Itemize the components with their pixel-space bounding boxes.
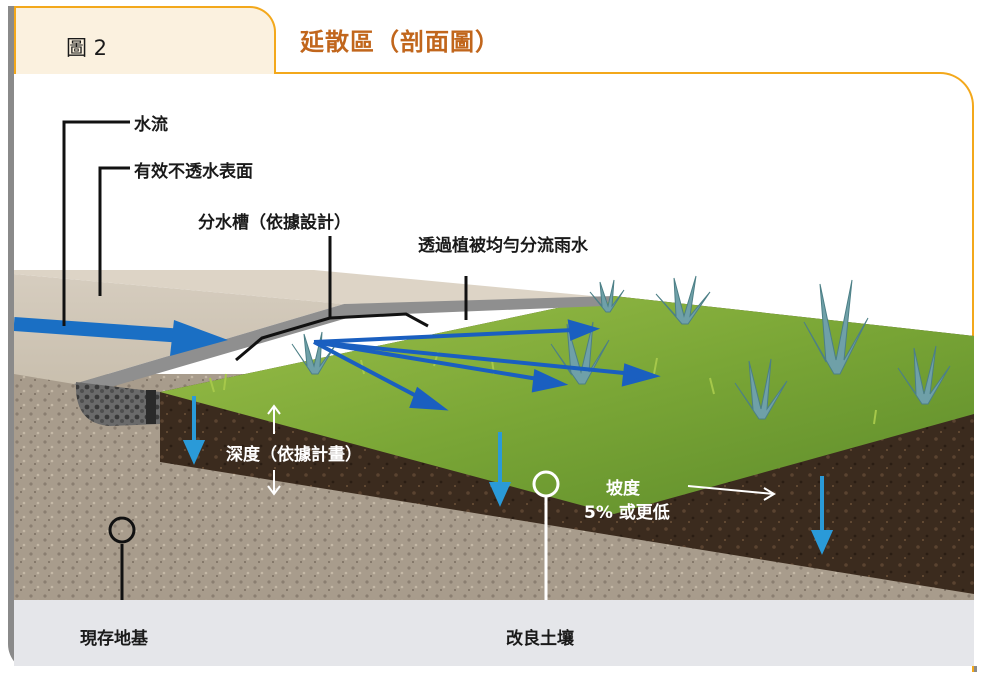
distribute-rain-label: 透過植被均勻分流雨水	[418, 236, 588, 256]
surface-flow-arrowhead	[170, 320, 228, 356]
water-flow-leader	[62, 120, 130, 326]
diversion-channel-label: 分水槽（依據設計）	[198, 213, 351, 233]
existing-subgrade-label: 現存地基	[80, 629, 148, 649]
depth-label: 深度（依據計畫）	[226, 445, 362, 465]
infiltration-arrows	[182, 396, 834, 555]
slope-label: 坡度	[606, 479, 640, 499]
plant-cluster	[291, 275, 951, 420]
cross-section-illustration	[14, 120, 974, 600]
impervious-surface-leader	[98, 166, 130, 296]
diversion-channel-leader	[235, 236, 332, 362]
slope-value-label: 5% 或更低	[584, 503, 670, 523]
diagram-title: 延散區（剖面圖）	[300, 28, 500, 56]
figure-tab: 圖 2	[14, 6, 276, 74]
surface-flow-arrows	[14, 317, 228, 356]
spreading-arrows	[313, 319, 661, 411]
impervious-surface-label: 有效不透水表面	[134, 162, 253, 182]
amended-soil-label: 改良土壤	[506, 629, 574, 649]
figure-label: 圖 2	[66, 36, 108, 60]
existing-subgrade-marker	[108, 516, 136, 544]
gravel-strip	[74, 296, 614, 392]
slope-arrow	[687, 485, 776, 501]
bottom-band	[14, 600, 974, 666]
depth-arrows	[267, 404, 281, 496]
surface-flow-arrow	[14, 317, 185, 343]
diversion-trench	[75, 382, 160, 426]
water-flow-label: 水流	[134, 115, 168, 135]
